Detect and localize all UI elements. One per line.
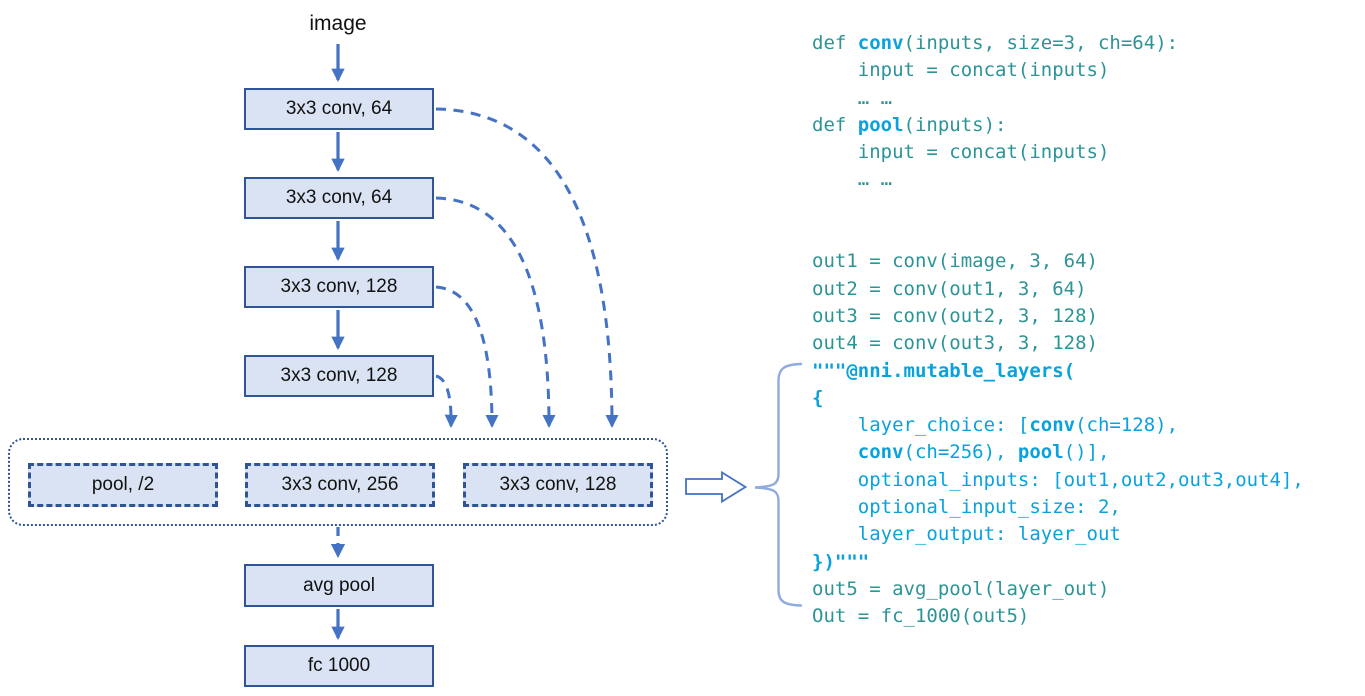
code-line: out4 = conv(out3, 3, 128)	[812, 332, 1098, 355]
stack-box-4: 3x3 conv, 128	[244, 355, 434, 397]
code-line: {	[812, 386, 824, 409]
skip-connection-curve-1	[435, 107, 619, 428]
code-line: def conv(inputs, size=3, ch=64):	[812, 32, 1179, 54]
code-panel: def conv(inputs, size=3, ch=64): input =…	[812, 30, 1304, 631]
choice-box-2: 3x3 conv, 256	[245, 463, 435, 507]
skip-connection-curve-3	[435, 285, 499, 428]
code-line: out5 = avg_pool(layer_out)	[812, 577, 1110, 600]
choice-box-1: pool, /2	[28, 463, 218, 507]
code-line: out1 = conv(image, 3, 64)	[812, 250, 1098, 273]
stack-box-3: 3x3 conv, 128	[244, 266, 434, 308]
code-line: … …	[812, 168, 893, 191]
layer-choice-container	[8, 438, 668, 526]
code-line: input = concat(inputs)	[812, 141, 1110, 164]
code-line	[812, 221, 1304, 248]
code-line: out2 = conv(out1, 3, 64)	[812, 277, 1087, 300]
stack-box-1: 3x3 conv, 64	[244, 88, 434, 130]
code-line: layer_output: layer_out	[812, 523, 1121, 546]
code-line	[812, 194, 1304, 221]
code-line: Out = fc_1000(out5)	[812, 605, 1030, 628]
code-line: input = concat(inputs)	[812, 59, 1110, 82]
code-line: layer_choice: [conv(ch=128),	[812, 414, 1179, 437]
skip-connection-curve-2	[435, 196, 556, 428]
maps-to-arrow-icon	[685, 470, 748, 504]
stack-box-2: 3x3 conv, 64	[244, 177, 434, 219]
code-line: out3 = conv(out2, 3, 128)	[812, 304, 1098, 327]
fc-1000-box: fc 1000	[244, 645, 434, 687]
input-label: image	[309, 12, 367, 35]
skip-connection-curve-4	[435, 374, 458, 428]
code-line: … …	[812, 86, 893, 109]
code-line: optional_input_size: 2,	[812, 496, 1121, 519]
code-line: conv(ch=256), pool()],	[857, 441, 1110, 464]
avg-pool-box: avg pool	[244, 564, 434, 607]
code-line: def pool(inputs):	[812, 113, 1007, 136]
choice-box-3: 3x3 conv, 128	[463, 463, 653, 507]
code-line: })"""	[812, 550, 870, 573]
curly-brace-icon	[754, 362, 803, 607]
code-line: optional_inputs: [out1,out2,out3,out4],	[812, 468, 1304, 491]
code-line: """@nni.mutable_layers(	[812, 359, 1076, 382]
